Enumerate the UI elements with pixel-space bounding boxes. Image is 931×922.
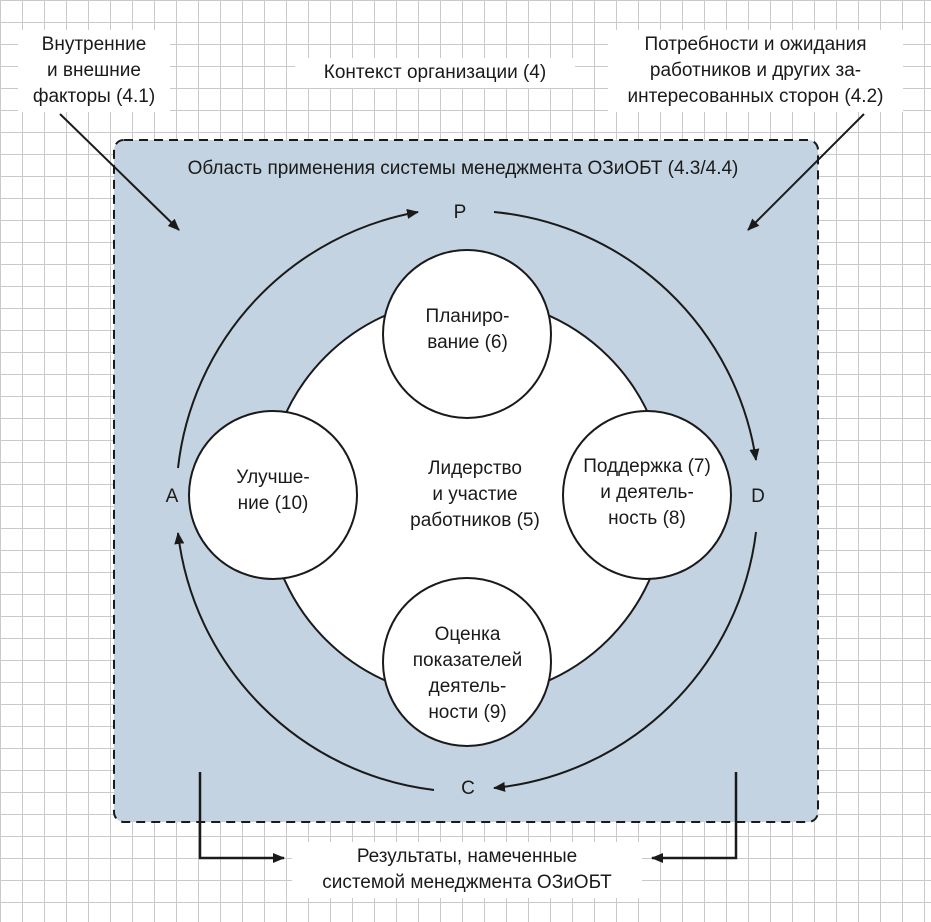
leadership-label: Лидерство и участие работников (5) (410, 458, 540, 531)
evaluation-label: Оценка показателей деятель- ности (9) (412, 624, 523, 723)
cycle-label-p: P (453, 202, 467, 223)
improvement-circle (188, 410, 358, 580)
arc-p-to-d (493, 211, 760, 461)
planning-circle (382, 249, 552, 419)
planning-label: Планиро- вание (6) (425, 306, 510, 353)
arc-a-to-p (177, 209, 419, 469)
cycle-label-c: C (461, 778, 475, 799)
results-label: Результаты, намеченные системой менеджме… (292, 842, 642, 898)
external-factors-label: Внутренние и внешние факторы (4.1) (18, 30, 170, 112)
arc-d-to-c (493, 531, 757, 792)
context-label: Контекст организации (4) (295, 58, 575, 88)
stakeholder-needs-label: Потребности и ожидания работников и друг… (608, 30, 903, 112)
scope-label: Область применения системы менеджмента О… (187, 158, 739, 179)
external-factors-arrow (59, 113, 180, 231)
improvement-label: Улучше- ние (10) (236, 467, 310, 514)
cycle-label-d: D (751, 486, 765, 507)
cycle-label-a: A (165, 486, 179, 507)
arc-c-to-a (174, 532, 435, 791)
support-circle (562, 410, 732, 580)
evaluation-circle (382, 577, 552, 747)
support-label: Поддержка (7) и деятель- ность (8) (583, 456, 711, 529)
results-arrow-left (198, 772, 285, 863)
stakeholder-needs-arrow (747, 113, 865, 231)
results-arrow-right (651, 772, 738, 863)
